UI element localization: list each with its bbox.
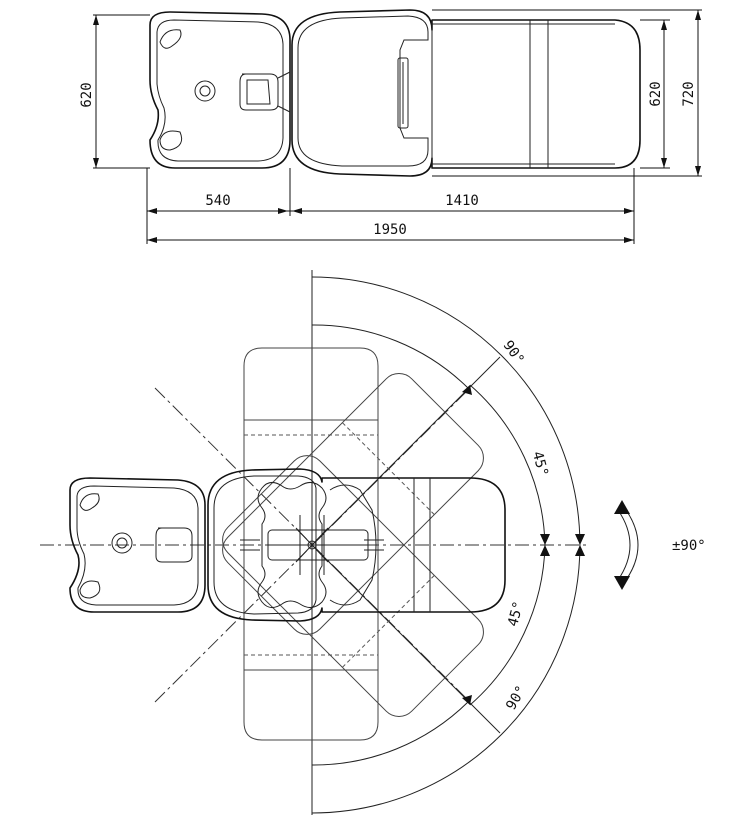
ghost-position-vertical [243, 347, 379, 741]
dim-label-720: 720 [681, 81, 697, 106]
angle-label-90-top: 90° [499, 338, 527, 368]
ghost-position-45-down [222, 455, 484, 717]
swivel-label: ±90° [672, 538, 706, 554]
ghost-position-45-up [222, 373, 484, 635]
basin-outline [149, 11, 291, 169]
drain-icon [194, 80, 216, 102]
basin-outline-rotation [69, 477, 206, 613]
rotation-view: 90° 45° 45° 90° ±90° [40, 270, 706, 815]
dim-label-540: 540 [205, 193, 230, 209]
swivel-arrow-icon [614, 500, 639, 590]
chair-outline [291, 9, 641, 177]
dim-label-620-right: 620 [648, 81, 664, 106]
dim-720: 720 [432, 9, 702, 177]
drain-icon-rotation [111, 532, 133, 554]
dim-540-1410: 540 1410 [146, 168, 635, 244]
dim-620-left: 620 [79, 14, 150, 169]
top-view: 620 620 720 [79, 9, 702, 244]
chair-outline-rotation [207, 468, 506, 622]
dim-label-1410: 1410 [445, 193, 479, 209]
dim-620-right: 620 [640, 19, 670, 169]
dim-1950: 1950 [147, 222, 634, 243]
angle-label-90-bottom: 90° [503, 683, 530, 713]
angle-label-45-bottom: 45° [505, 600, 527, 629]
angle-label-45-top: 45° [529, 450, 551, 479]
dim-label-1950: 1950 [373, 222, 407, 238]
dim-label-620-left: 620 [79, 82, 95, 107]
